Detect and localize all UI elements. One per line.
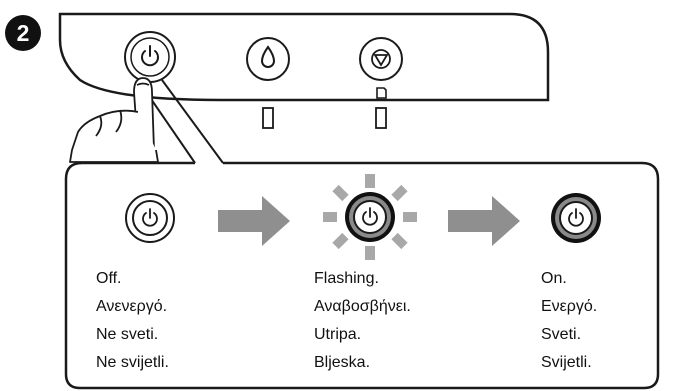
- panel-ink-button[interactable]: [246, 37, 290, 81]
- caption-line: Svijetli.: [541, 354, 592, 371]
- power-icon: [362, 207, 378, 226]
- arrow-right-1: [218, 196, 290, 246]
- caption-line: Bljeska.: [314, 354, 371, 371]
- state-off-caption: Off. Ανενεργό. Ne sveti. Ne svijetli.: [96, 265, 169, 377]
- hand-pressing-icon: [69, 77, 159, 163]
- stop-icon: [371, 49, 391, 69]
- flash-rays: [323, 174, 417, 260]
- caption-line: Flashing.: [314, 270, 379, 287]
- caption-line: Ανενεργό.: [96, 298, 168, 315]
- state-off-light: [125, 193, 175, 243]
- ink-drop-icon: [260, 45, 276, 68]
- paper-icon: [376, 87, 387, 99]
- state-flashing-caption: Flashing. Αναβοσβήνει. Utripa. Bljeska.: [314, 265, 411, 377]
- panel-stop-button[interactable]: [359, 37, 403, 81]
- caption-line: Ne svijetli.: [96, 354, 169, 371]
- stop-light: [375, 107, 387, 129]
- zoom-line-right: [161, 79, 224, 164]
- caption-line: Αναβοσβήνει.: [314, 298, 411, 315]
- caption-line: Ενεργό.: [541, 298, 598, 315]
- panel-power-button[interactable]: [124, 31, 176, 83]
- caption-line: Utripa.: [314, 326, 362, 343]
- power-icon: [142, 208, 158, 227]
- caption-line: Sveti.: [541, 326, 582, 343]
- power-icon: [568, 208, 584, 227]
- power-icon: [141, 45, 159, 67]
- step-number: 2: [17, 20, 30, 46]
- state-on-caption: On. Ενεργό. Sveti. Svijetli.: [541, 265, 597, 377]
- caption-line: On.: [541, 270, 567, 287]
- state-flashing-light: [323, 174, 417, 260]
- state-on-light: [551, 193, 601, 243]
- ink-light: [262, 107, 274, 129]
- arrow-right-2: [448, 196, 520, 246]
- caption-line: Ne sveti.: [96, 326, 159, 343]
- caption-line: Off.: [96, 270, 122, 287]
- step-badge: 2: [5, 15, 41, 51]
